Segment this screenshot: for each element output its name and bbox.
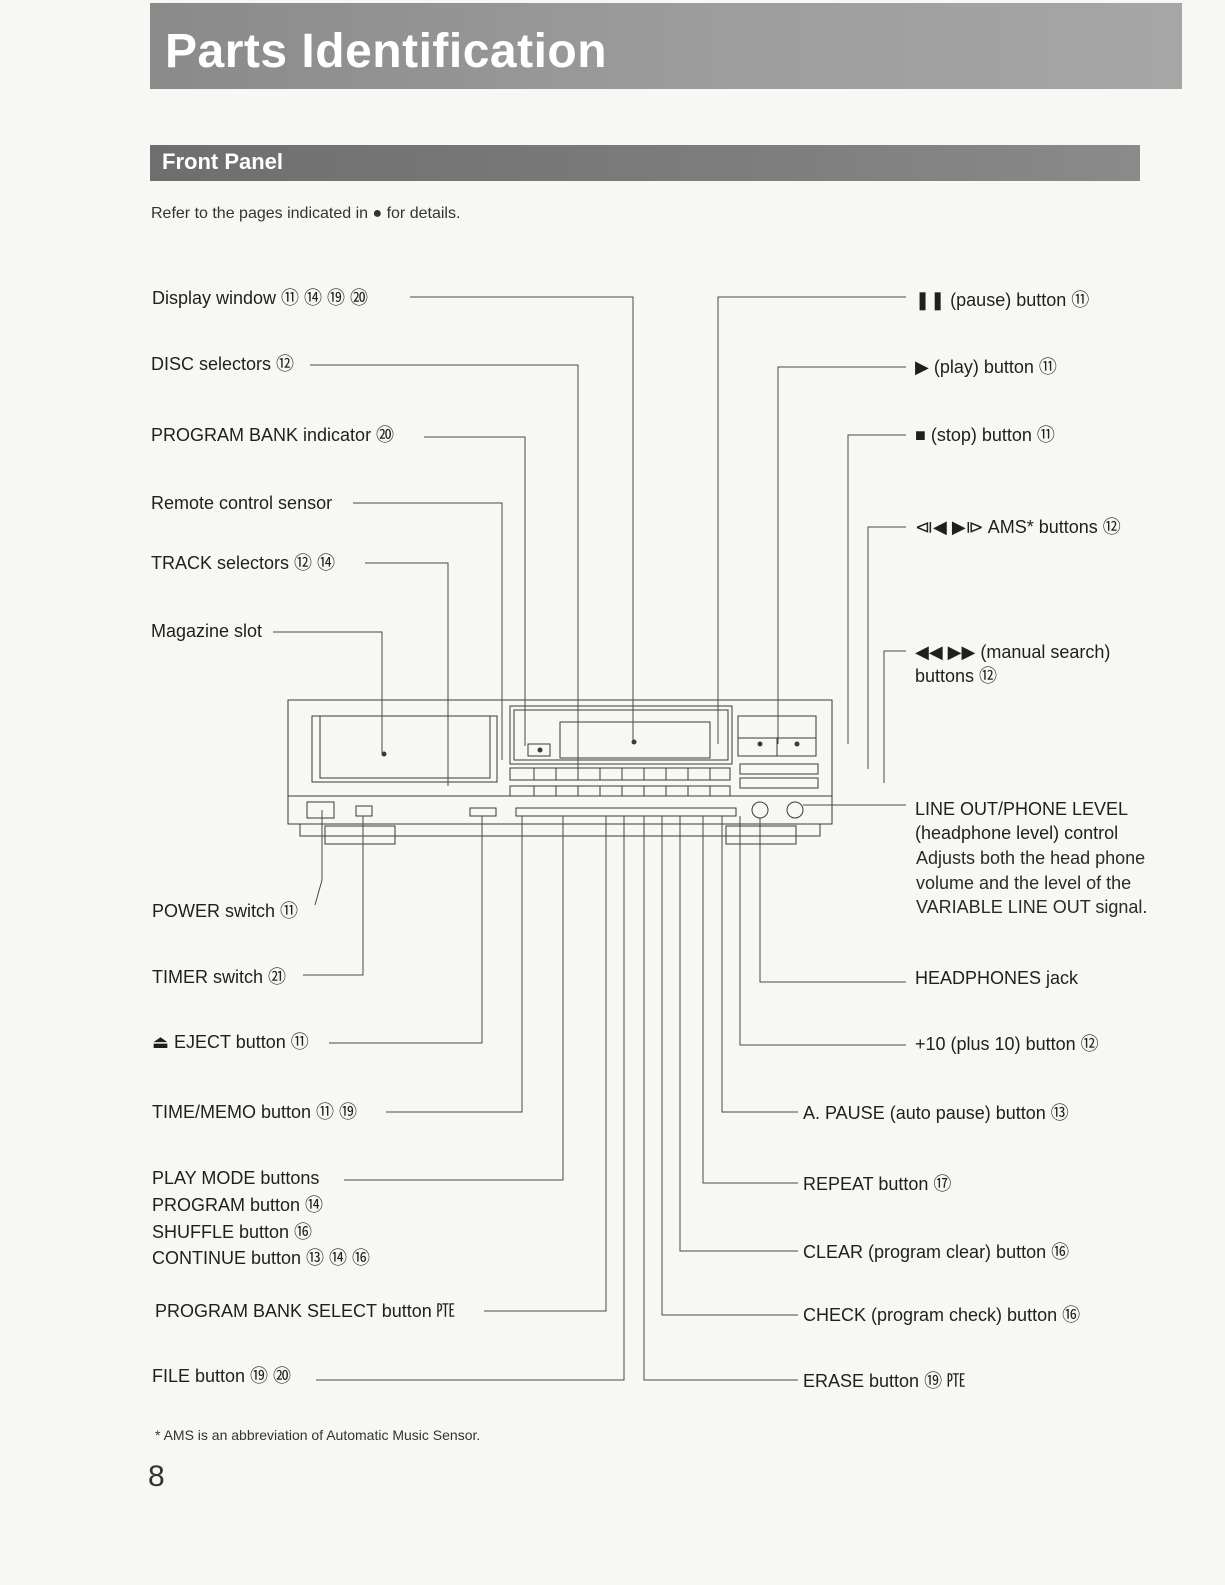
label-remote-control-sensor: Remote control sensor bbox=[151, 493, 333, 513]
label-stop-button: ■ (stop) button ⑪ bbox=[915, 425, 1055, 445]
page-number: 8 bbox=[148, 1460, 165, 1493]
device-foot-right bbox=[725, 825, 797, 845]
level-control-description: Adjusts both the head phone volume and t… bbox=[916, 848, 1148, 917]
label-check-button: CHECK (program check) button ⑯ bbox=[803, 1305, 1081, 1325]
magazine-slot bbox=[311, 715, 498, 783]
search-buttons bbox=[739, 777, 819, 789]
footnote: * AMS is an abbreviation of Automatic Mu… bbox=[155, 1427, 481, 1443]
label-play-mode-buttons: PLAY MODE buttons bbox=[152, 1168, 320, 1188]
title-bar bbox=[150, 3, 1182, 89]
intro-text: Refer to the pages indicated in ● for de… bbox=[151, 205, 461, 222]
label-program-bank-indicator: PROGRAM BANK indicator ⑳ bbox=[151, 425, 395, 445]
label-headphone-level-control: (headphone level) control bbox=[915, 823, 1119, 843]
track-selectors bbox=[509, 785, 731, 797]
label-ams-buttons: ⧏◀ ▶⧐ AMS* buttons ⑫ bbox=[915, 517, 1121, 537]
label-manual-search-buttons: buttons ⑫ bbox=[915, 666, 998, 686]
label-headphones-jack: HEADPHONES jack bbox=[915, 968, 1079, 988]
label-track-selectors: TRACK selectors ⑫ ⑭ bbox=[151, 553, 336, 573]
section-bar bbox=[150, 145, 1140, 181]
headphones-jack bbox=[751, 801, 769, 819]
button-row bbox=[515, 807, 737, 817]
disc-selectors bbox=[509, 767, 731, 781]
device-foot-left bbox=[324, 825, 396, 845]
label-time-memo-button: TIME/MEMO button ⑪ ⑲ bbox=[152, 1102, 358, 1122]
device-front-strip bbox=[287, 795, 833, 825]
label-program-bank-select-button: PROGRAM BANK SELECT button ㉐ bbox=[155, 1301, 455, 1321]
label-display-window: Display window ⑪ ⑭ ⑲ ⑳ bbox=[152, 288, 369, 308]
level-control bbox=[786, 801, 804, 819]
label-plus10-button: +10 (plus 10) button ⑫ bbox=[915, 1034, 1099, 1054]
eject-button bbox=[469, 807, 497, 817]
label-program-button: PROGRAM button ⑭ bbox=[152, 1195, 324, 1215]
label-line-out-phone-level: LINE OUT/PHONE LEVEL bbox=[915, 799, 1129, 819]
label-erase-button: ERASE button ⑲ ㉐ bbox=[803, 1371, 966, 1391]
ams-buttons bbox=[739, 763, 819, 775]
label-manual-search: ◀◀ ▶▶ (manual search) bbox=[915, 642, 1111, 662]
section-title: Front Panel bbox=[162, 149, 284, 174]
label-eject-button: ⏏ EJECT button ⑪ bbox=[152, 1032, 309, 1052]
display-window bbox=[509, 705, 733, 765]
label-disc-selectors: DISC selectors ⑫ bbox=[151, 354, 295, 374]
label-auto-pause-button: A. PAUSE (auto pause) button ⑬ bbox=[803, 1103, 1069, 1123]
label-repeat-button: REPEAT button ⑰ bbox=[803, 1174, 952, 1194]
label-file-button: FILE button ⑲ ⑳ bbox=[152, 1366, 292, 1386]
label-continue-button: CONTINUE button ⑬ ⑭ ⑯ bbox=[152, 1248, 371, 1268]
label-power-switch: POWER switch ⑪ bbox=[152, 901, 299, 921]
program-bank-indicator bbox=[527, 743, 551, 757]
label-pause-button: ❚❚ (pause) button ⑪ bbox=[915, 290, 1090, 310]
label-clear-button: CLEAR (program clear) button ⑯ bbox=[803, 1242, 1070, 1262]
power-switch bbox=[306, 801, 335, 819]
device-base bbox=[299, 824, 821, 837]
transport-upper bbox=[737, 715, 817, 739]
page-title: Parts Identification bbox=[165, 25, 608, 78]
timer-switch bbox=[355, 805, 373, 817]
label-play-button: ▶ (play) button ⑪ bbox=[915, 357, 1057, 377]
label-timer-switch: TIMER switch ㉑ bbox=[152, 967, 287, 987]
label-shuffle-button: SHUFFLE button ⑯ bbox=[152, 1222, 313, 1242]
label-magazine-slot: Magazine slot bbox=[151, 621, 263, 641]
